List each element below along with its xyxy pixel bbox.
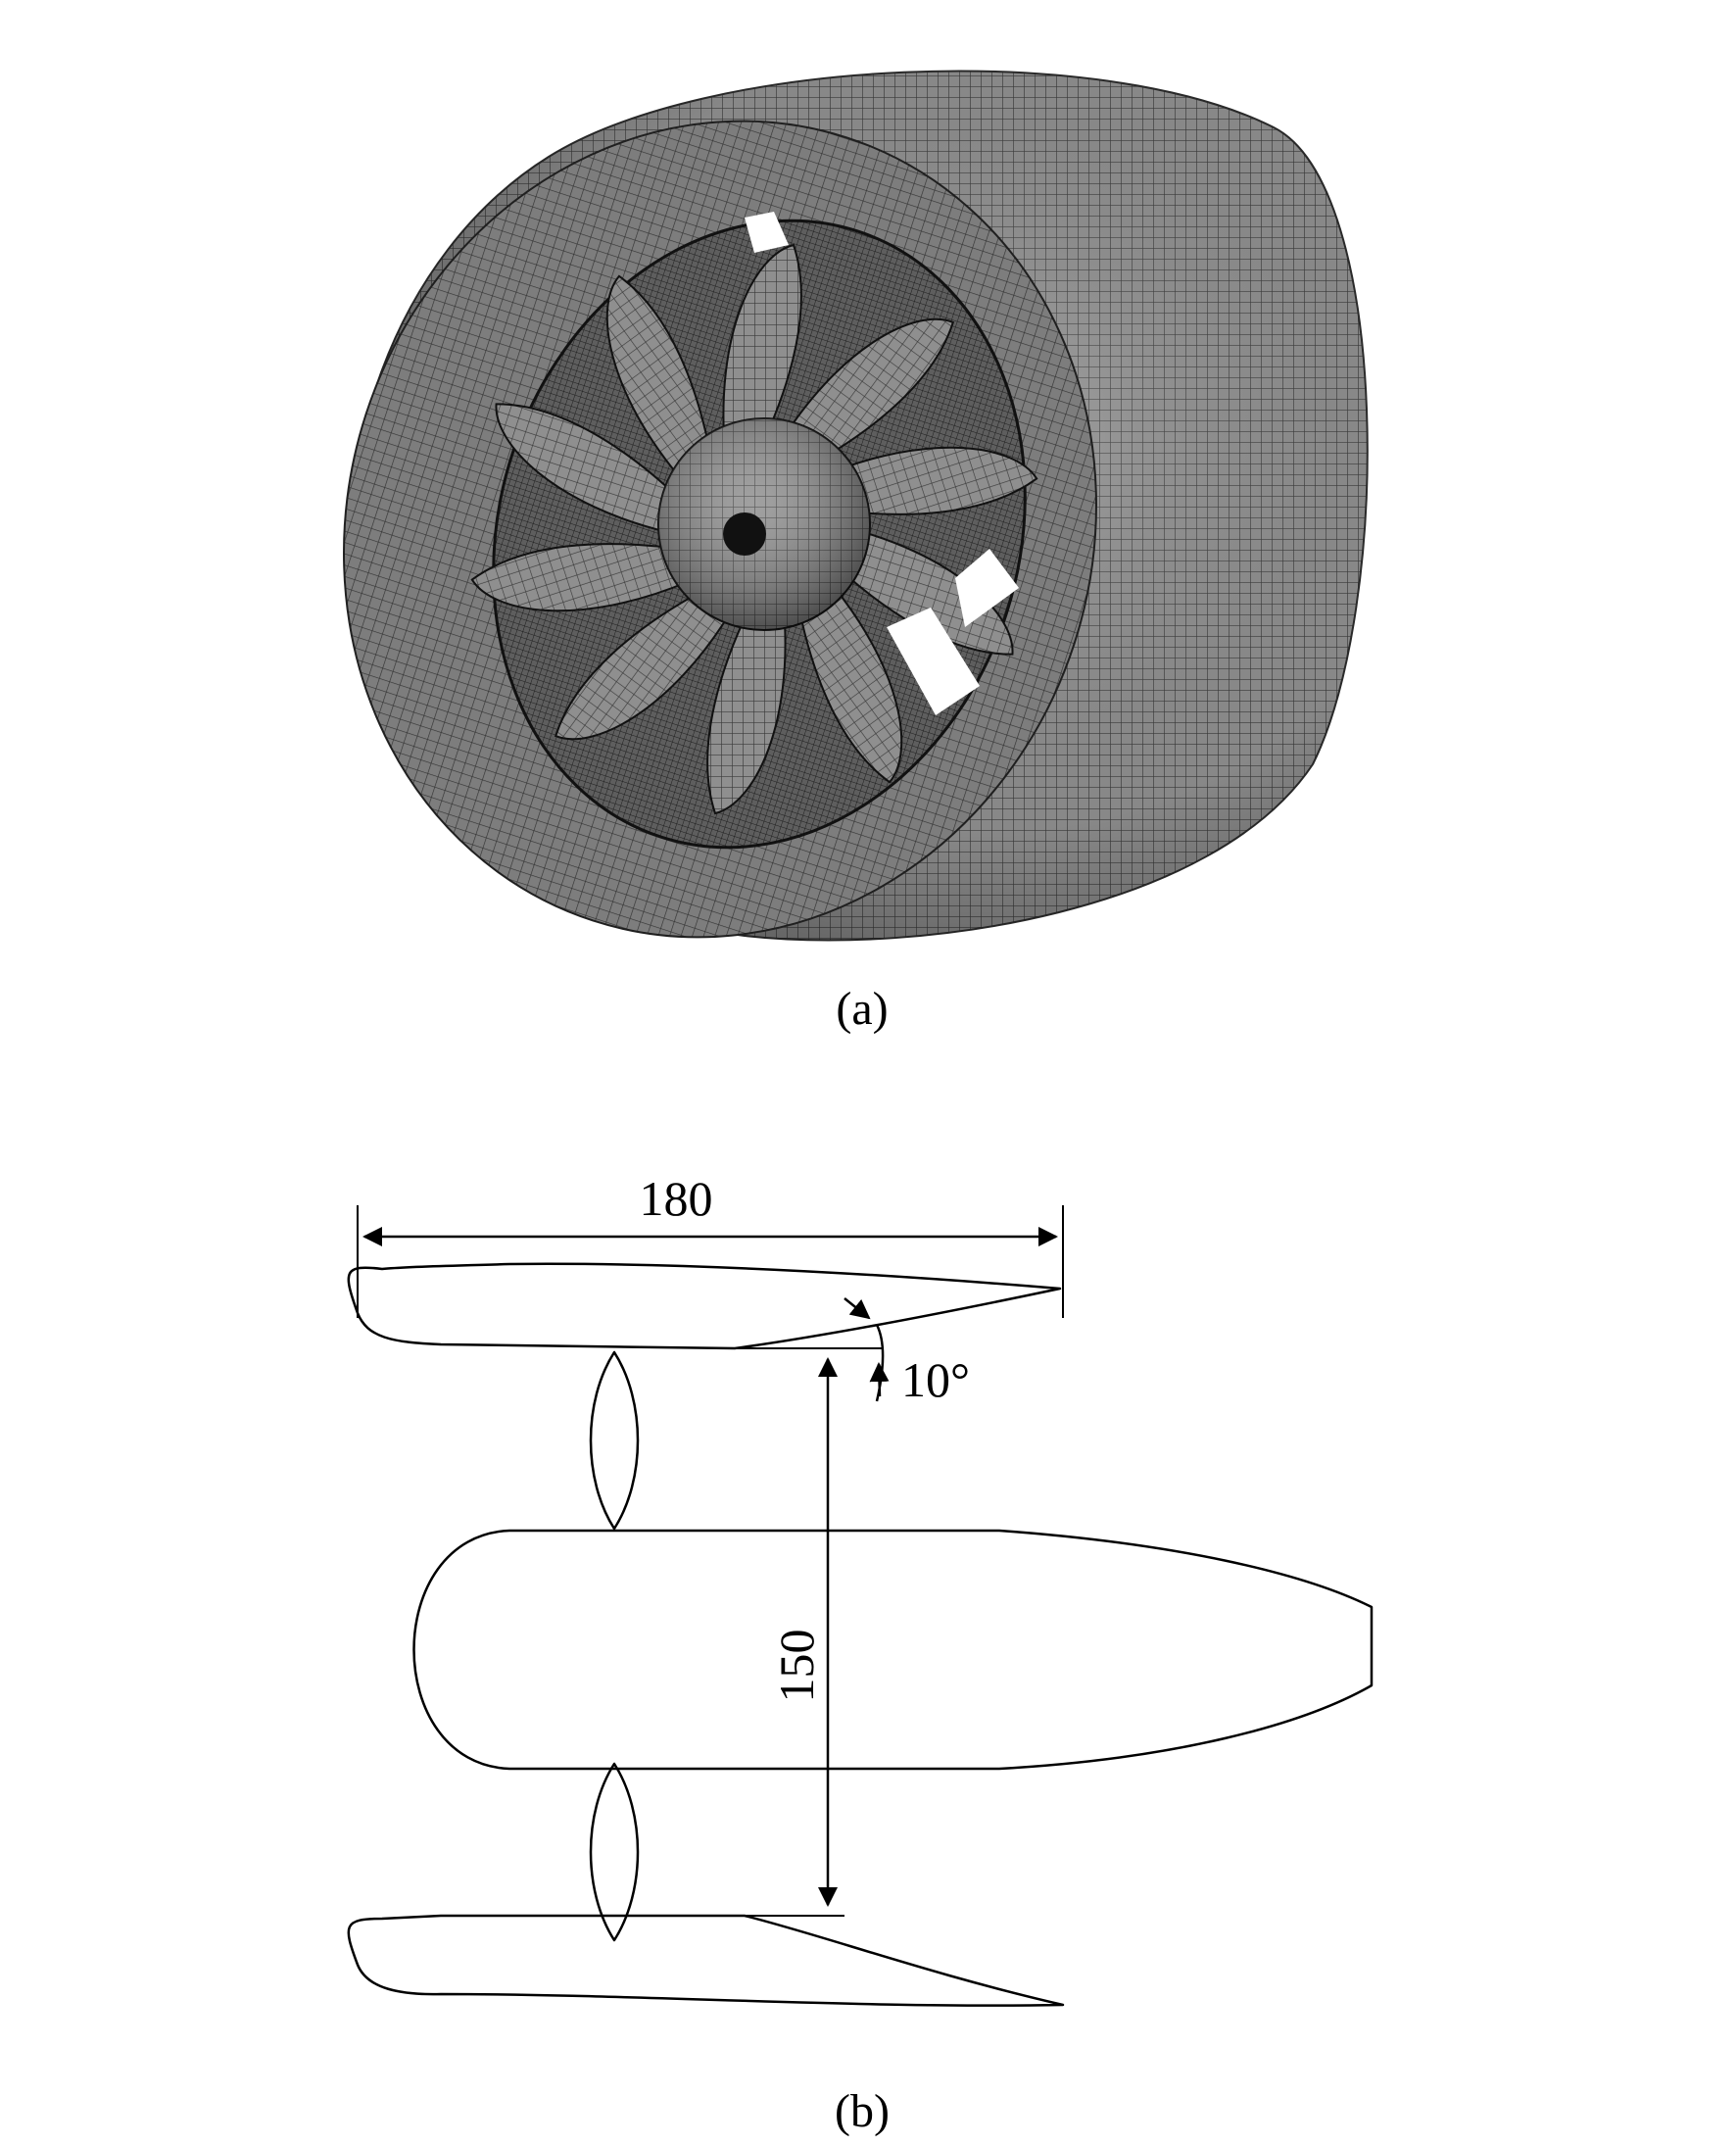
gap-bottom bbox=[887, 608, 980, 715]
gap-right bbox=[955, 549, 1019, 627]
upper-rotor-blade bbox=[589, 1350, 640, 1531]
angle-10-arrow-top bbox=[844, 1297, 871, 1320]
angle-10-arrow-bottom bbox=[869, 1362, 890, 1397]
panel-b-drawing bbox=[347, 1205, 1374, 2007]
fan-blades bbox=[470, 243, 1038, 815]
gap-top bbox=[745, 212, 789, 253]
angle-10-label: 10° bbox=[901, 1352, 970, 1407]
panel-a-mesh-render bbox=[343, 70, 1369, 942]
lower-duct-airfoil bbox=[347, 1914, 1065, 2007]
center-hub-body bbox=[412, 1529, 1374, 1771]
dim-150-label: 150 bbox=[769, 1630, 824, 1703]
upper-duct-airfoil bbox=[347, 1262, 1062, 1350]
lower-rotor-blade bbox=[589, 1762, 640, 1942]
caption-a: (a) bbox=[836, 983, 888, 1035]
caption-b: (b) bbox=[835, 2085, 890, 2137]
dim-180-label: 180 bbox=[640, 1171, 713, 1226]
